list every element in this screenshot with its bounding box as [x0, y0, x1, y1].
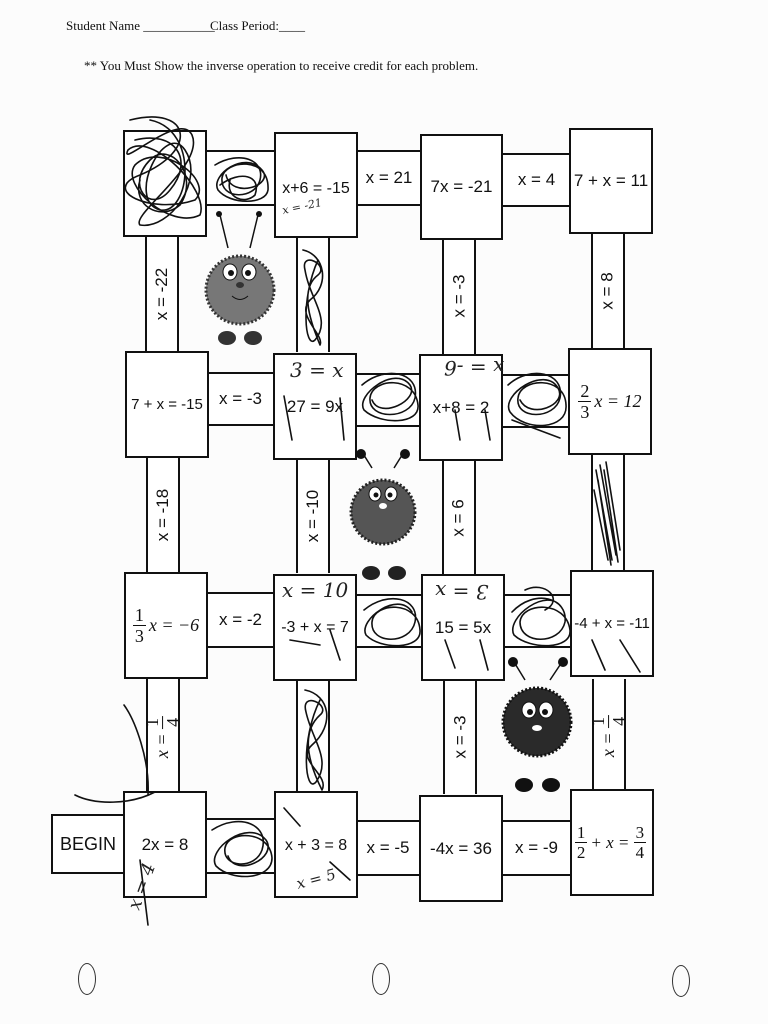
- handwritten-work: x = 10: [282, 578, 349, 602]
- maze-box-r2-c3: x+8 = 2: [419, 354, 503, 461]
- pencil-stroke: [283, 395, 345, 441]
- punch-hole: [672, 965, 690, 997]
- maze-box-r1-c2: x+6 = -15: [274, 132, 358, 238]
- equation: 7 + x = 11: [573, 171, 649, 190]
- pencil-stroke: [123, 704, 149, 796]
- punch-hole: [372, 963, 390, 995]
- connector-r1-c23: x = 21: [357, 150, 421, 206]
- equation: 7 + x = -15: [131, 396, 203, 413]
- equation: -3 + x = 7: [281, 618, 349, 636]
- connector-r2-c12: x = -3: [207, 372, 274, 426]
- fuzzy-monster-icon: [501, 657, 573, 792]
- maze-box-r3-c3: 15 = 5x: [421, 574, 505, 681]
- equation: x+6 = -15: [282, 180, 350, 197]
- vconnector-r23-c1: x = -18: [146, 457, 180, 573]
- equation: 2x = 8: [141, 834, 189, 854]
- handwritten-work: 3 = x: [290, 358, 344, 382]
- pencil-stroke: [454, 409, 491, 441]
- vconnector-r23-c3: x = 6: [442, 461, 476, 575]
- pencil-stroke: [74, 791, 156, 803]
- vconnector-r12-c1: x = -22: [145, 236, 179, 352]
- vconnector-r34-c2: [296, 681, 330, 791]
- pencil-stroke: [139, 859, 149, 926]
- scribble-mark: [363, 597, 421, 647]
- scribble-mark: [304, 689, 328, 791]
- pencil-stroke: [444, 639, 489, 671]
- pencil-stroke: [283, 807, 351, 881]
- connector-label: x = -3: [219, 389, 262, 408]
- student-name-line: Student Name ___________: [66, 18, 215, 33]
- maze-box-r3-c2: -3 + x = 7: [273, 574, 357, 681]
- vconnector-r23-c2: x = -10: [296, 459, 330, 573]
- scribble-mark: [211, 820, 273, 878]
- connector-label: x = -2: [219, 610, 262, 629]
- maze-box-r2-c2: 27 = 9x: [273, 353, 357, 460]
- connector-r1-c34: x = 4: [502, 153, 571, 207]
- scribble-mark: [214, 156, 269, 202]
- begin-box: BEGIN: [51, 814, 125, 874]
- vconnector-r12-c4: x = 8: [591, 233, 625, 348]
- maze-box-r4-c3: -4x = 36: [419, 795, 503, 902]
- equation: 27 = 9x: [286, 396, 344, 416]
- equation: -4 + x = -11: [574, 615, 650, 632]
- connector-label: x = -5: [366, 838, 410, 857]
- equation: 7x = -21: [430, 177, 493, 196]
- vconnector-r34-c3: x = -3: [443, 680, 477, 794]
- equation: x+8 = 2: [432, 397, 490, 417]
- connector-r4-c23: x = -5: [356, 820, 420, 876]
- connector-r4-c34: x = -9: [501, 820, 572, 876]
- maze-box-r4-c1: 2x = 8: [123, 791, 207, 898]
- scribble-mark: [507, 372, 567, 439]
- maze-box-r1-c3: 7x = -21: [420, 134, 503, 240]
- pencil-stroke: [289, 629, 341, 661]
- maze-box-r2-c1: 7 + x = -15: [125, 351, 209, 458]
- connector-label: x = 4: [517, 170, 556, 189]
- connector-label: x = 21: [365, 168, 413, 187]
- vconnector-r12-c3: x = -3: [442, 238, 476, 354]
- connector-r3-c12: x = -2: [207, 592, 274, 648]
- class-period-line: Class Period:____: [210, 18, 305, 33]
- scribble-mark: [511, 586, 571, 647]
- equation: -4x = 36: [430, 838, 492, 858]
- equation: 15 = 5x: [434, 617, 492, 637]
- fuzzy-monster-icon: [349, 449, 417, 580]
- scribble-mark: [124, 116, 202, 226]
- equation: x + 3 = 8: [284, 837, 348, 854]
- scribble-mark: [593, 461, 621, 566]
- punch-hole: [78, 963, 96, 995]
- connector-label: x = -9: [515, 838, 558, 857]
- scribble-mark: [302, 249, 324, 346]
- pencil-stroke: [591, 639, 641, 673]
- maze-box-r3-c4: -4 + x = -11: [570, 570, 654, 677]
- scribble-mark: [361, 372, 419, 422]
- begin-label: BEGIN: [59, 833, 116, 854]
- fuzzy-monster-icon: [204, 211, 276, 345]
- instructions: ** You Must Show the inverse operation t…: [84, 58, 479, 73]
- maze-box-r4-c2: x + 3 = 8: [274, 791, 358, 898]
- maze-box-r1-c4: 7 + x = 11: [569, 128, 653, 234]
